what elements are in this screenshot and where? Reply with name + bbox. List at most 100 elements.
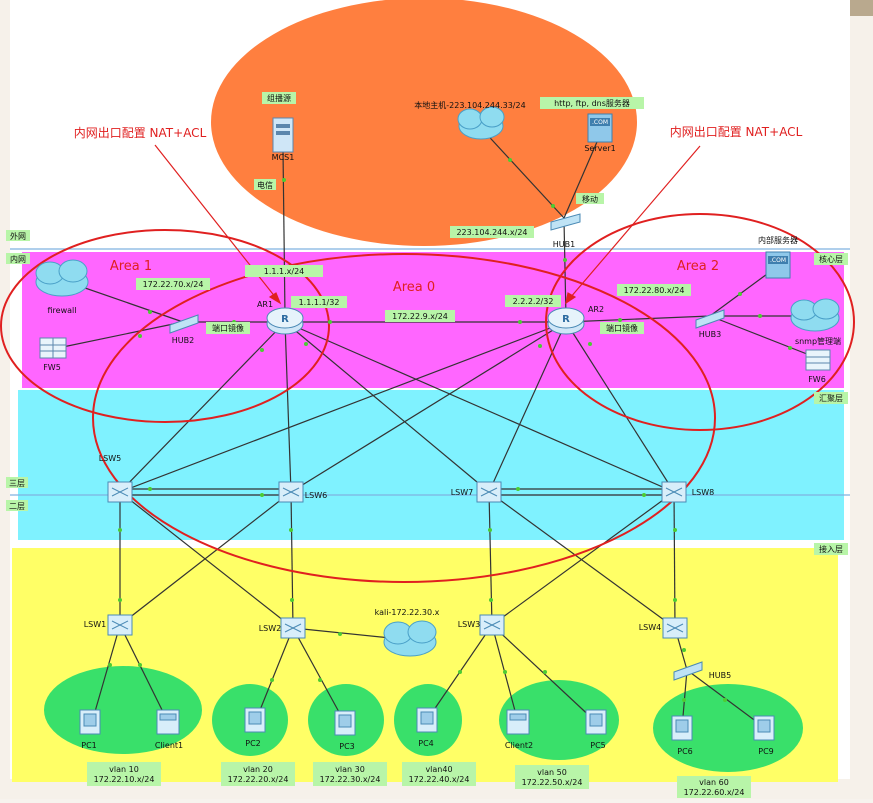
layer3-box <box>6 477 28 488</box>
ar1-router-icon[interactable]: R <box>266 307 304 335</box>
lsw5-switch-icon[interactable] <box>107 481 133 503</box>
vlan60-subnet: 172.22.60.x/24 <box>684 788 745 797</box>
lsw1-switch-icon[interactable] <box>107 614 133 636</box>
corner-decoration <box>850 0 873 16</box>
internal-server-com-text: .COM <box>770 257 786 264</box>
link-lsw6-lsw2 <box>290 491 294 629</box>
link-ar2-hub3 <box>565 315 711 323</box>
svg-text:R: R <box>562 314 570 325</box>
fw6-firewall-icon[interactable] <box>805 349 831 371</box>
hub2-label: HUB2 <box>172 336 194 345</box>
lsw4-switch-icon[interactable] <box>662 617 688 639</box>
vlan60-ellipse <box>653 684 803 772</box>
vlan60-name: vlan 60 <box>699 778 729 787</box>
pc6-icon[interactable] <box>671 715 693 741</box>
link-ar2-lsw8 <box>565 321 675 493</box>
hub5-icon[interactable] <box>673 661 703 681</box>
pc9-icon[interactable] <box>753 715 775 741</box>
internal-server-icon[interactable] <box>765 251 791 279</box>
area2-outline <box>545 213 855 431</box>
layer3-text: 三层 <box>9 479 25 488</box>
cloud-firewall-icon <box>35 259 89 297</box>
link-ar2-lsw6 <box>290 321 567 493</box>
access-layer-box <box>814 543 848 555</box>
vlan30-subnet: 172.22.30.x/24 <box>320 775 381 784</box>
lsw6-switch-icon[interactable] <box>278 481 304 503</box>
loopback2-box <box>505 295 561 307</box>
link-lsw6-lsw1 <box>119 491 292 626</box>
services-box <box>540 97 644 109</box>
loopback1-text: 1.1.1.1/32 <box>299 298 340 307</box>
cloud-local-host-icon <box>457 106 505 140</box>
vlan60-box <box>677 776 751 798</box>
telecom-box <box>254 179 276 190</box>
vlan20-name: vlan 20 <box>243 765 273 774</box>
vlan30-box <box>313 762 387 786</box>
layer2-box <box>6 500 28 511</box>
client2-icon[interactable] <box>506 709 530 735</box>
pc5-icon[interactable] <box>585 709 607 735</box>
multicast-source-text: 组播源 <box>267 93 291 103</box>
hub1-icon[interactable] <box>550 213 581 231</box>
pc2-icon[interactable] <box>244 707 266 733</box>
link-ar2-lsw5 <box>119 321 567 493</box>
area0-text: Area 0 <box>393 280 435 295</box>
link-mcs1-ar1 <box>282 149 286 317</box>
access-layer-text: 接入层 <box>819 544 843 554</box>
pc4-label: PC4 <box>418 739 434 748</box>
lsw3-label: LSW3 <box>458 620 481 629</box>
lsw2-switch-icon[interactable] <box>280 617 306 639</box>
pc3-icon[interactable] <box>334 710 356 736</box>
fw6-label: FW6 <box>808 375 826 384</box>
nat-acl-left-text: 内网出口配置 NAT+ACL <box>74 126 207 140</box>
pc1-icon[interactable] <box>79 709 101 735</box>
pc4-icon[interactable] <box>416 707 438 733</box>
link-ar1-lsw7 <box>284 321 490 493</box>
fw5-firewall-icon[interactable] <box>39 337 67 359</box>
ar2-label: AR2 <box>588 305 604 314</box>
lsw3-switch-icon[interactable] <box>479 614 505 636</box>
ar1-label: AR1 <box>257 300 273 309</box>
core-layer-text: 核心层 <box>819 254 843 264</box>
mirror1-box <box>206 322 250 334</box>
area-outlines <box>0 213 855 583</box>
vlan50-ellipse <box>499 680 619 760</box>
device-labels: MCS1 Server1 HUB1 HUB2 HUB3 HUB5 AR1 AR2… <box>43 100 841 756</box>
cloud-snmp-icon <box>790 298 840 332</box>
loopback1-box <box>291 296 347 308</box>
lsw8-switch-icon[interactable] <box>661 481 687 503</box>
hub2-icon[interactable] <box>169 314 199 334</box>
layer-labels: 外网 内网 三层 二层 核心层 汇聚层 接入层 <box>9 231 843 554</box>
arrow-right-head <box>565 292 577 305</box>
ar2-router-icon[interactable]: R <box>547 307 585 335</box>
server1-icon[interactable] <box>587 113 613 143</box>
link-lsw7-lsw3 <box>488 491 493 626</box>
hub3-icon[interactable] <box>695 309 725 329</box>
server1-label: Server1 <box>584 144 615 153</box>
mirror2-box <box>600 322 644 334</box>
link-ar1-lsw5 <box>119 321 286 493</box>
loopback2-text: 2.2.2.2/32 <box>513 297 554 306</box>
net-709-text: 172.22.9.x/24 <box>392 312 448 321</box>
vlan50-subnet: 172.22.50.x/24 <box>522 778 583 787</box>
vlan40-box <box>402 762 476 786</box>
link-lsw1-pc1 <box>91 624 121 723</box>
mobile-text: 移动 <box>582 194 598 204</box>
pc5-label: PC5 <box>590 741 606 750</box>
cloud-kali-icon <box>383 620 437 657</box>
svg-text:R: R <box>281 314 289 325</box>
core-layer-box <box>814 253 848 265</box>
link-lsw8-lsw4 <box>673 491 676 629</box>
switch-group <box>107 481 688 639</box>
client1-icon[interactable] <box>156 709 180 735</box>
vlan40-subnet: 172.22.40.x/24 <box>409 775 470 784</box>
net-70-box <box>136 278 210 290</box>
aggregation-layer-band <box>18 390 844 540</box>
lsw7-switch-icon[interactable] <box>476 481 502 503</box>
client2-label: Client2 <box>505 741 533 750</box>
nat-acl-right-text: 内网出口配置 NAT+ACL <box>670 125 803 139</box>
mcs1-server-icon[interactable] <box>272 117 294 153</box>
link-lsw5-lsw2 <box>119 491 294 629</box>
